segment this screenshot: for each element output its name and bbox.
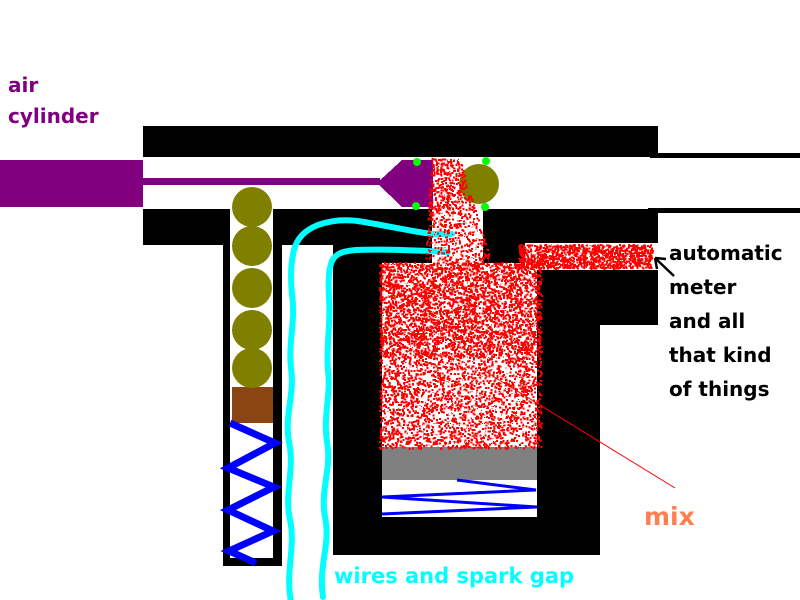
chamber-wall-right xyxy=(537,270,600,517)
piston-ball xyxy=(232,310,272,350)
piston-ball xyxy=(232,187,272,227)
top-bar xyxy=(143,126,658,157)
brown-cushion xyxy=(232,387,273,423)
piston-rod xyxy=(140,178,380,185)
valve-head xyxy=(377,160,433,207)
throat-wall-right xyxy=(483,243,525,263)
mix-label: mix xyxy=(644,502,695,531)
mid-bar-right xyxy=(483,209,658,243)
terminal-dot xyxy=(482,157,490,165)
injector-ball xyxy=(459,164,499,204)
housing-structure xyxy=(143,126,800,566)
bottom-thin-wall xyxy=(648,208,800,213)
gray-plate xyxy=(382,447,537,480)
piston-tube-wall-right xyxy=(273,245,282,566)
terminal-dot xyxy=(413,158,421,166)
meter-arrow-shaft xyxy=(654,257,675,277)
meter-arrow-icon xyxy=(653,256,675,277)
ignition-wires xyxy=(284,217,455,600)
piston-ball xyxy=(232,268,272,308)
chamber-wall-bottom xyxy=(382,517,600,555)
right-block xyxy=(640,213,658,243)
ignition-wire-right xyxy=(318,246,451,600)
piston-tube-wall-left xyxy=(223,245,230,566)
fuel-spray xyxy=(379,158,654,450)
mix-pointer-line xyxy=(482,369,676,489)
wires-spark-gap-label: wires and spark gap xyxy=(334,564,575,588)
spark-gap-wires xyxy=(381,478,538,516)
air-cylinder-body xyxy=(0,160,143,207)
terminal-dot xyxy=(481,203,489,211)
piston-ball xyxy=(232,348,272,388)
return-spring xyxy=(219,419,283,567)
terminal-dot xyxy=(412,202,420,210)
chamber-wall-bump xyxy=(600,270,658,325)
air-cylinder-label: air cylinder xyxy=(8,73,99,128)
piston-balls xyxy=(232,164,499,388)
automatic-meter-label: automatic meter and all that kind of thi… xyxy=(669,241,783,401)
ignition-wire-left xyxy=(284,217,455,600)
piston-ball xyxy=(232,226,272,266)
air-cylinder-assembly xyxy=(0,160,433,207)
meter-arrow-head xyxy=(653,256,667,270)
mid-bar-left xyxy=(143,209,230,245)
terminal-dots xyxy=(412,157,490,211)
top-thin-wall xyxy=(650,153,800,158)
chamber-wall-left xyxy=(333,263,382,555)
